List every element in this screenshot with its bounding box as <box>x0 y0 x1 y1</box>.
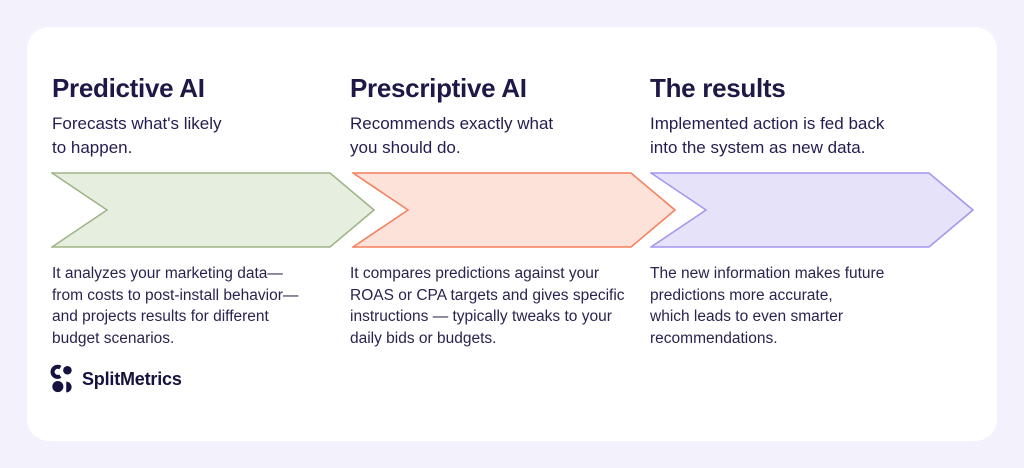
column-subtitle: Forecasts what's likely to happen. <box>52 114 222 157</box>
logo-wordmark: SplitMetrics <box>82 368 182 389</box>
column-title: The results <box>650 73 786 103</box>
process-arrow-purple <box>650 172 975 248</box>
logo-dot-bottom-left <box>52 381 64 393</box>
column-body-text: The new information makes future predict… <box>650 265 885 347</box>
arrow-shape <box>352 172 677 248</box>
splitmetrics-logo: SplitMetrics <box>50 364 182 394</box>
logo-dot-top-right <box>63 365 72 375</box>
arrow-shape <box>51 172 376 248</box>
arrow-shape <box>650 172 975 248</box>
splitmetrics-logo-icon <box>50 364 72 393</box>
column-subtitle: Implemented action is fed back into the … <box>650 114 885 157</box>
logo-crescent-shape <box>50 364 62 379</box>
process-arrow-green <box>51 172 376 248</box>
card: Predictive AI Forecasts what's likely to… <box>27 27 997 441</box>
logo-halfcircle-bottom-right <box>66 381 72 393</box>
column-title: Prescriptive AI <box>350 73 527 103</box>
column-title: Predictive AI <box>52 73 205 103</box>
column-subtitle: Recommends exactly what you should do. <box>350 114 554 157</box>
process-arrow-red <box>352 172 677 248</box>
column-body-text: It compares predictions against your ROA… <box>350 265 625 347</box>
column-body-text: It analyzes your marketing data— from co… <box>52 265 299 347</box>
